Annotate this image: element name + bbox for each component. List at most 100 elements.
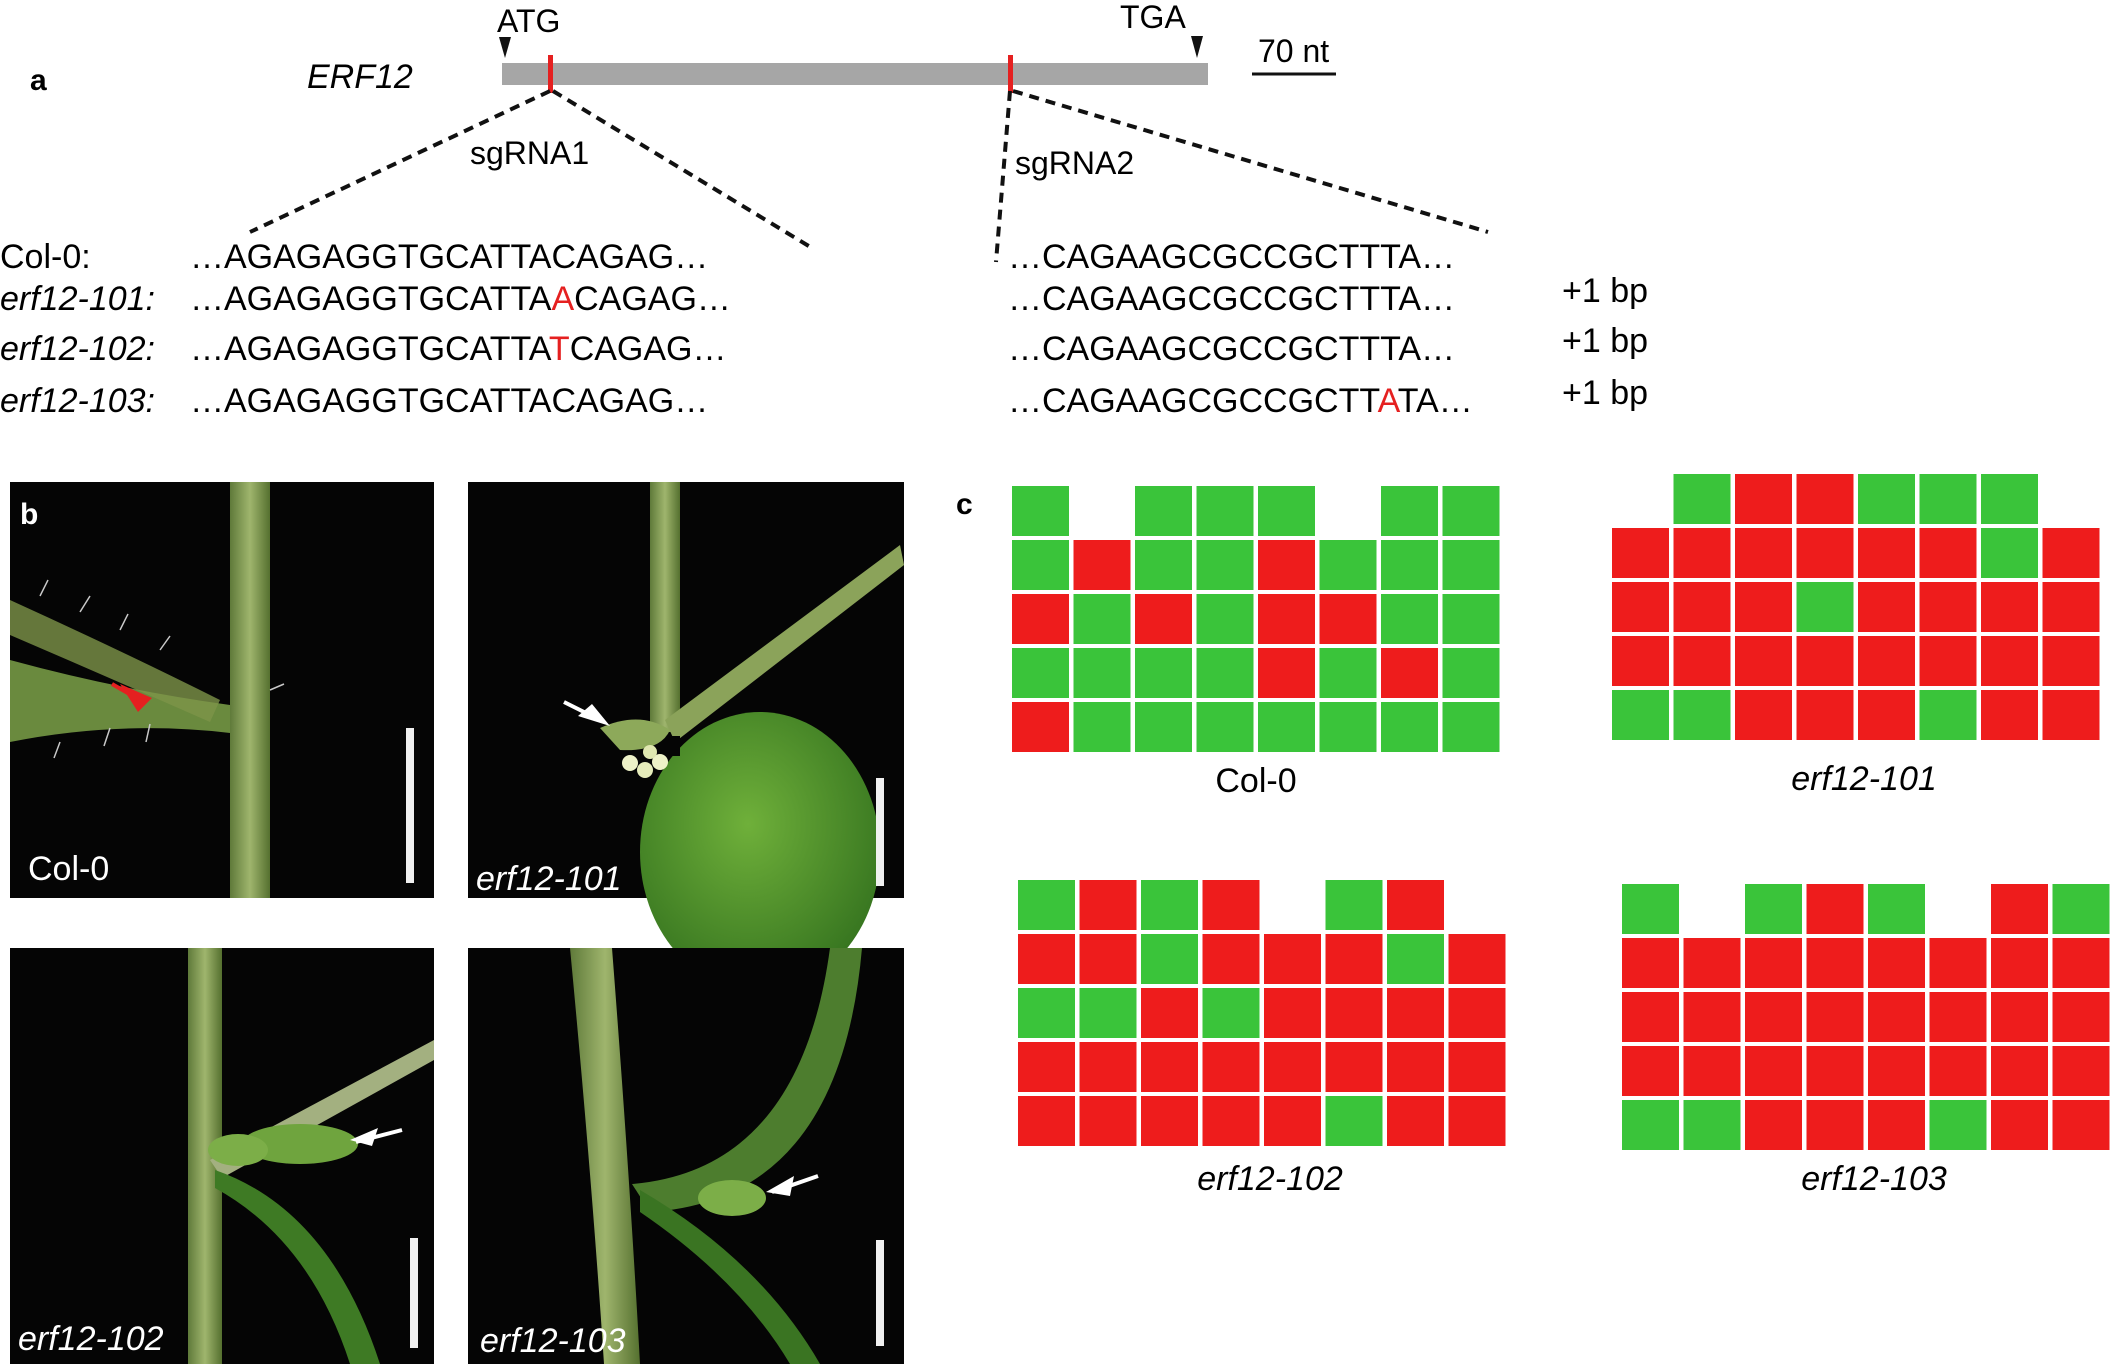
plant-cell-red — [1735, 582, 1792, 632]
plant-cell-green — [1442, 486, 1500, 536]
plant-cell-red — [2042, 528, 2100, 578]
plant-cell-red — [1991, 992, 2048, 1042]
plant-cell-green — [1319, 702, 1377, 752]
seq-part: A — [551, 280, 574, 318]
plant-cell-red — [1735, 474, 1792, 524]
plant-cell-red — [2042, 690, 2100, 740]
plant-cell-red — [1919, 582, 1977, 632]
phenotype-grid: erf12-101 — [1612, 474, 2100, 798]
insertion-note: +1 bp — [1562, 374, 1648, 412]
plant-cell-green — [1381, 702, 1438, 752]
seq-part: …CAGAAGCGCCGCTT — [1008, 382, 1379, 420]
gene-bar — [502, 63, 1208, 85]
seq-part: CAGAG… — [551, 238, 708, 276]
plant-cell-green — [1319, 540, 1377, 590]
plant-cell-red — [1806, 884, 1864, 934]
plant-cell-red — [1141, 988, 1198, 1038]
plant-cell-red — [1012, 702, 1069, 752]
plant-cell-green — [1381, 540, 1438, 590]
plant-cell-green — [1135, 648, 1192, 698]
plant-cell-red — [1745, 1100, 1802, 1150]
plant-cell-red — [1919, 528, 1977, 578]
plant-cell-red — [1991, 938, 2048, 988]
plant-cell-red — [1258, 540, 1315, 590]
plant-cell-green — [1073, 648, 1131, 698]
plant-cell-red — [1673, 528, 1731, 578]
plant-cell-red — [1981, 582, 2038, 632]
seq-part: CAGAG… — [551, 382, 708, 420]
plant-cell-red — [1258, 594, 1315, 644]
insertion-note: +1 bp — [1562, 322, 1648, 360]
plant-cell-red — [1325, 988, 1383, 1038]
plant-cell-green — [1196, 648, 1254, 698]
seq-part: TA… — [1380, 330, 1455, 368]
grid-label: erf12-103 — [1801, 1160, 1947, 1198]
grid-label: erf12-101 — [1791, 760, 1937, 798]
plant-cell-green — [1387, 934, 1444, 984]
plant-cell-red — [1981, 636, 2038, 686]
plant-cell-green — [1319, 648, 1377, 698]
plant-cell-red — [1735, 528, 1792, 578]
plant-cell-red — [1079, 880, 1137, 930]
plant-cell-red — [1745, 938, 1802, 988]
plant-cell-green — [1141, 934, 1198, 984]
plant-cell-red — [1381, 648, 1438, 698]
genotype-name: erf12-102: — [0, 330, 155, 368]
plant-cell-red — [1806, 1046, 1864, 1096]
plant-cell-red — [1991, 884, 2048, 934]
sgrna1-sequence: …AGAGAGGTGCATTAACAGAG… — [190, 280, 731, 318]
sgrna1-sequence: …AGAGAGGTGCATTACAGAG… — [190, 238, 708, 276]
plant-cell-red — [1991, 1100, 2048, 1150]
plant-cell-green — [1442, 648, 1500, 698]
plant-cell-red — [1202, 1096, 1260, 1146]
plant-cell-red — [1673, 582, 1731, 632]
plant-cell-green — [1135, 486, 1192, 536]
genotype-name: erf12-103: — [0, 382, 155, 420]
plant-cell-red — [1735, 690, 1792, 740]
photo-erf12-103: erf12-103 — [468, 948, 904, 1364]
plant-cell-red — [2042, 582, 2100, 632]
plant-cell-green — [1981, 528, 2038, 578]
seq-part: T — [549, 330, 570, 368]
photo-col0: Col-0 — [10, 482, 434, 898]
plant-cell-green — [1929, 1100, 1987, 1150]
sgrna2-sequence: …CAGAAGCGCCGCTTTA… — [1008, 280, 1455, 318]
scale-bar-white — [406, 728, 414, 883]
plant-cell-green — [1442, 540, 1500, 590]
sgrna2-sequence: …CAGAAGCGCCGCTTTA… — [1008, 330, 1455, 368]
plant-cell-green — [1135, 540, 1192, 590]
plant-cell-red — [1448, 988, 1506, 1038]
plant-cell-green — [2052, 884, 2110, 934]
plant-cell-green — [1135, 702, 1192, 752]
seq-part: …AGAGAGGTGCATTA — [190, 330, 552, 368]
plant-cell-red — [1202, 880, 1260, 930]
photo-label: erf12-101 — [476, 860, 622, 898]
plant-cell-red — [1202, 1042, 1260, 1092]
plant-cell-green — [1258, 486, 1315, 536]
phenotype-grid: erf12-103 — [1622, 884, 2110, 1198]
plant-cell-red — [1858, 636, 1915, 686]
plant-cell-red — [1079, 1096, 1137, 1146]
plant-cell-red — [1806, 1100, 1864, 1150]
plant-cell-green — [1325, 1096, 1383, 1146]
plant-cell-red — [1683, 992, 1741, 1042]
plant-cell-green — [1196, 486, 1254, 536]
seq-part: TA… — [1398, 382, 1473, 420]
plant-cell-red — [2052, 1100, 2110, 1150]
plant-cell-red — [1387, 880, 1444, 930]
plant-cell-green — [1258, 702, 1315, 752]
plant-cell-green — [1683, 1100, 1741, 1150]
plant-cell-green — [1018, 880, 1075, 930]
seq-part: …CAGAAGCGCCGCTT — [1008, 238, 1380, 276]
plant-cell-red — [1448, 1096, 1506, 1146]
panel-b: Col-0 erf12-101 — [10, 482, 904, 1364]
seq-part: …CAGAAGCGCCGCTT — [1008, 280, 1380, 318]
scale-bar-white — [410, 1238, 418, 1348]
plant-cell-red — [1622, 1046, 1679, 1096]
plant-cell-green — [1981, 474, 2038, 524]
plant-cell-green — [1622, 884, 1679, 934]
plant-cell-red — [1264, 1042, 1321, 1092]
